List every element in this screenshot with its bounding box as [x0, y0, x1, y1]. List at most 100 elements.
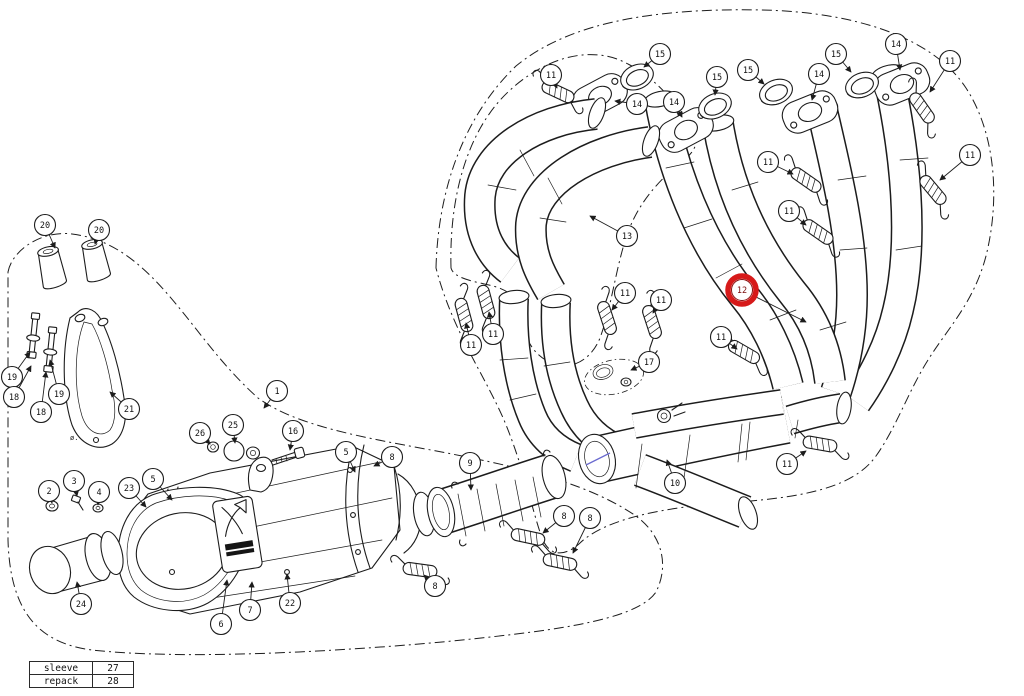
callout-15[interactable]: 15: [643, 42, 672, 68]
callout-11[interactable]: 11: [709, 325, 738, 350]
callout-1[interactable]: 1: [263, 379, 289, 409]
callout-18[interactable]: 18: [29, 371, 53, 424]
svg-text:19: 19: [7, 373, 17, 383]
svg-text:5: 5: [343, 448, 348, 458]
callout-21[interactable]: 21: [109, 391, 141, 421]
svg-text:8: 8: [561, 512, 566, 522]
svg-text:2: 2: [46, 487, 51, 497]
table-cell-value: 27: [92, 661, 134, 675]
svg-text:14: 14: [814, 70, 824, 80]
callout-10[interactable]: 10: [663, 459, 687, 495]
hanger-bracket-21: ø.: [63, 308, 127, 448]
svg-text:11: 11: [546, 71, 556, 81]
callout-3[interactable]: 3: [62, 469, 86, 497]
svg-text:11: 11: [466, 341, 476, 351]
reference-table: sleeve 27 repack 28: [29, 661, 134, 688]
svg-text:18: 18: [36, 408, 46, 418]
weld-position-mark: [585, 452, 611, 466]
svg-text:11: 11: [965, 151, 975, 161]
callout-22[interactable]: 22: [278, 573, 302, 615]
diameter-mark: ø.: [70, 434, 78, 442]
callout-13[interactable]: 13: [589, 215, 639, 248]
callout-23[interactable]: 23: [117, 476, 147, 508]
callout-8[interactable]: 8: [373, 445, 404, 469]
callout-15[interactable]: 15: [824, 42, 852, 73]
collector-assembly: [577, 389, 852, 530]
svg-text:4: 4: [96, 488, 101, 498]
svg-text:23: 23: [124, 484, 134, 494]
table-row[interactable]: repack 28: [29, 674, 134, 688]
callout-11[interactable]: 11: [459, 322, 483, 357]
callout-19[interactable]: 19: [0, 351, 31, 389]
callout-24[interactable]: 24: [69, 581, 93, 616]
callout-11[interactable]: 11: [777, 199, 807, 226]
callout-8[interactable]: 8: [542, 504, 576, 534]
svg-text:1: 1: [274, 387, 279, 397]
svg-text:11: 11: [763, 158, 773, 168]
svg-text:10: 10: [670, 479, 680, 489]
callout-15[interactable]: 15: [736, 58, 765, 85]
callout-15[interactable]: 15: [705, 65, 729, 96]
svg-text:11: 11: [620, 289, 630, 299]
svg-text:11: 11: [784, 207, 794, 217]
callout-9[interactable]: 9: [458, 451, 482, 491]
svg-text:7: 7: [247, 606, 252, 616]
small-hardware: [45, 440, 261, 513]
callout-11[interactable]: 11: [939, 143, 982, 181]
callout-5[interactable]: 5: [141, 467, 173, 501]
callout-8[interactable]: 8: [423, 574, 447, 598]
svg-text:22: 22: [285, 599, 295, 609]
table-row[interactable]: sleeve 27: [29, 661, 134, 675]
svg-text:8: 8: [587, 514, 592, 524]
callout-20[interactable]: 20: [33, 213, 57, 249]
callout-11[interactable]: 11: [481, 311, 505, 346]
svg-text:15: 15: [831, 50, 841, 60]
svg-text:25: 25: [228, 421, 238, 431]
callout-5[interactable]: 5: [334, 440, 358, 473]
svg-text:11: 11: [488, 330, 498, 340]
rubber-sleeves-20: [34, 236, 113, 291]
svg-text:11: 11: [782, 460, 792, 470]
callout-18[interactable]: 18: [2, 365, 32, 409]
table-cell-label: sleeve: [29, 661, 93, 675]
svg-text:16: 16: [288, 427, 298, 437]
svg-text:14: 14: [669, 98, 679, 108]
callout-11[interactable]: 11: [929, 49, 962, 93]
link-gasket-17: [584, 358, 644, 396]
svg-text:17: 17: [644, 358, 654, 368]
callout-20[interactable]: 20: [87, 218, 111, 245]
callout-8[interactable]: 8: [572, 506, 602, 554]
akrapovic-logo: [212, 495, 263, 573]
callout-14[interactable]: 14: [807, 62, 831, 101]
callout-7[interactable]: 7: [238, 581, 262, 622]
table-cell-value: 28: [92, 674, 134, 688]
callout-11[interactable]: 11: [649, 288, 673, 314]
svg-text:26: 26: [195, 429, 205, 439]
svg-text:5: 5: [150, 475, 155, 485]
callout-11[interactable]: 11: [775, 450, 807, 476]
callout-4[interactable]: 4: [87, 480, 111, 506]
callout-14[interactable]: 14: [662, 90, 686, 118]
hanger-bolt-16: [271, 446, 306, 466]
callout-12-highlighted[interactable]: 12: [725, 273, 807, 323]
callout-16[interactable]: 16: [281, 419, 305, 451]
svg-text:20: 20: [94, 226, 104, 236]
callout-19[interactable]: 19: [47, 359, 71, 406]
svg-text:3: 3: [71, 477, 76, 487]
callout-11[interactable]: 11: [611, 281, 637, 311]
callout-14[interactable]: 14: [884, 32, 908, 71]
callout-11[interactable]: 11: [539, 63, 563, 89]
svg-text:11: 11: [945, 57, 955, 67]
svg-text:12: 12: [737, 286, 747, 296]
callout-26[interactable]: 26: [188, 421, 212, 445]
callout-14[interactable]: 14: [614, 92, 649, 116]
callout-11[interactable]: 11: [756, 150, 794, 175]
callout-25[interactable]: 25: [221, 413, 245, 444]
callout-6[interactable]: 6: [209, 579, 233, 636]
svg-text:15: 15: [712, 73, 722, 83]
callout-2[interactable]: 2: [37, 479, 61, 504]
svg-text:24: 24: [76, 600, 86, 610]
svg-text:20: 20: [40, 221, 50, 231]
callout-17[interactable]: 17: [630, 350, 661, 374]
